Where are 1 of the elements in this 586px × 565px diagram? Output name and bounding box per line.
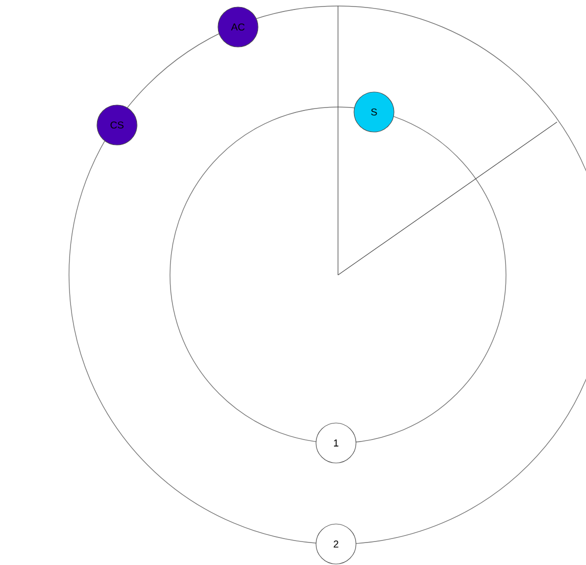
node-label: 2 xyxy=(334,540,338,548)
